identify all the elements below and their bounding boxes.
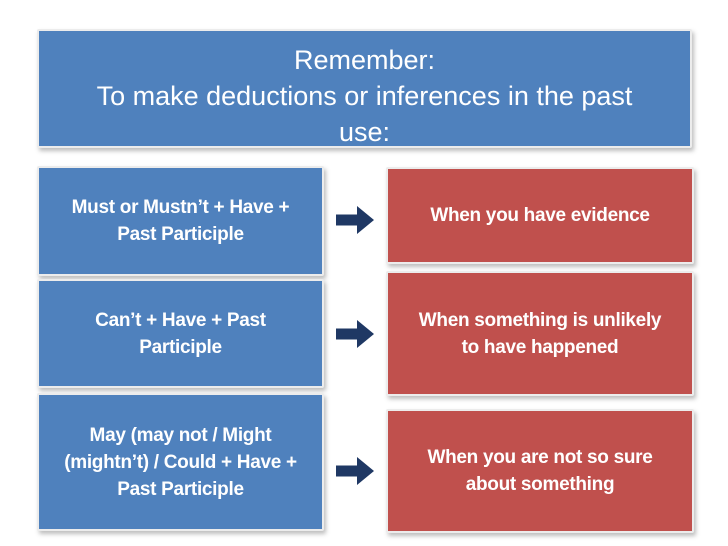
right-arrow-icon — [336, 206, 374, 234]
meaning-box-unlikely: When something is unlikely to have happe… — [386, 271, 694, 396]
right-arrow-icon — [336, 457, 374, 485]
right-arrow-icon — [336, 320, 374, 348]
structure-box-cant: Can’t + Have + Past Participle — [37, 279, 324, 388]
structure-box-must: Must or Mustn’t + Have + Past Participle — [37, 166, 324, 276]
meaning-box-evidence: When you have evidence — [386, 167, 694, 264]
structure-box-may-might-could: May (may not / Might (mightn’t) / Could … — [37, 393, 324, 531]
slide-title-box: Remember: To make deductions or inferenc… — [37, 29, 692, 148]
meaning-box-not-sure: When you are not so sure about something — [386, 409, 694, 533]
